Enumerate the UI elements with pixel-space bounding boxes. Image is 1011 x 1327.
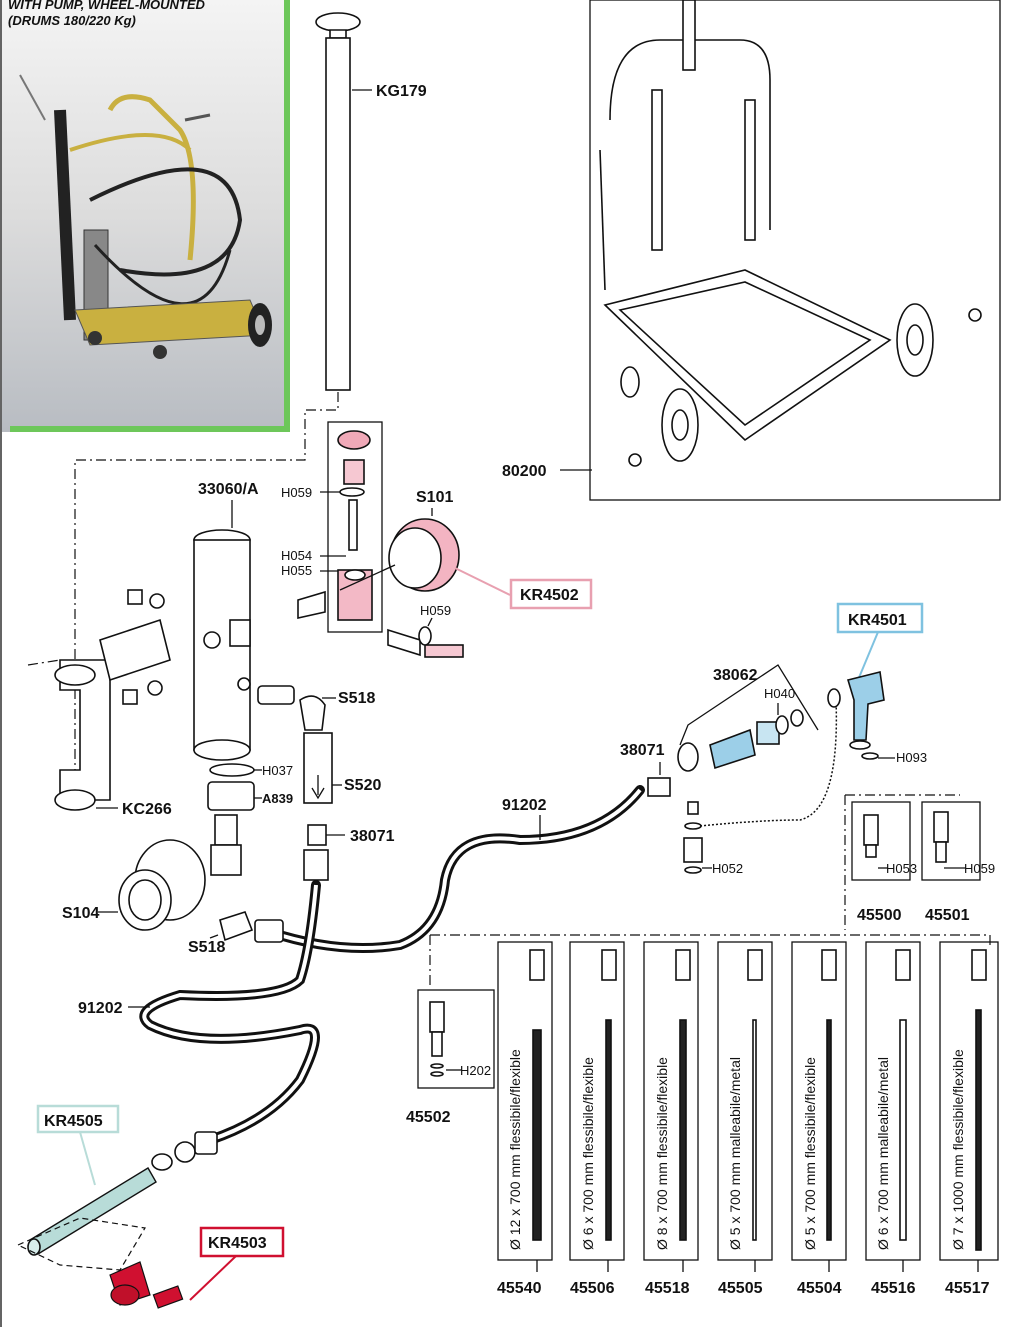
extension-45516: Ø 6 x 700 mm malleabile/metal 45516 [865,941,921,1297]
label-38071-lower: 38071 [350,828,395,845]
adapter-part [214,814,238,846]
label-kr4505: KR4505 [44,1113,103,1130]
header-line-1: WITH PUMP, WHEEL-MOUNTED [8,0,206,12]
nozzle-45501: H059 45501 [921,801,995,924]
ext-45504-code: 45504 [797,1280,842,1297]
label-h054: H054 [281,548,312,563]
adapter-part-2 [210,844,242,876]
label-h202: H202 [460,1063,491,1078]
label-s520: S520 [344,777,381,794]
label-h093: H093 [896,750,927,765]
photo-border-bottom [10,426,290,432]
valve-kr4503: KR4503 [109,1226,285,1309]
extension-45518: Ø 8 x 700 mm flessibile/flexible 45518 [643,941,699,1297]
ext-45518-code: 45518 [645,1280,690,1297]
label-h037: H037 [262,763,293,778]
label-s104: S104 [62,905,99,922]
extension-45540: Ø 12 x 700 mm flessibile/flexible 45540 [497,941,553,1297]
label-s518-lower: S518 [188,939,225,956]
label-91202-upper: 91202 [502,797,547,814]
outlet-fittings: S518 S520 38071 [257,685,395,881]
label-h052: H052 [712,861,743,876]
label-a839: A839 [262,791,293,806]
trolley-frame-box: 80200 [502,0,1001,501]
label-kr4501: KR4501 [848,612,907,629]
label-45500: 45500 [857,907,902,924]
swivel-kr4501: KR4501 H093 [836,602,927,765]
label-h059-top: H059 [281,485,312,500]
product-photo: WITH PUMP, WHEEL-MOUNTED (DRUMS 180/220 … [2,0,290,432]
ext-45517-code: 45517 [945,1280,990,1297]
extension-45517: Ø 7 x 1000 mm flessibile/flexible 45517 [939,941,999,1297]
label-38062: 38062 [713,667,758,684]
ext-45516-desc: Ø 6 x 700 mm malleabile/metal [875,1057,891,1250]
link-line-tube [74,392,339,800]
label-45501: 45501 [925,907,970,924]
label-s518-top: S518 [338,690,375,707]
label-kg179: KG179 [376,83,427,100]
label-h059-nozzle: H059 [964,861,995,876]
kr4501-box [836,602,924,634]
label-38071-upper: 38071 [620,742,665,759]
ext-45517-desc: Ø 7 x 1000 mm flessibile/flexible [950,1049,966,1250]
kr4505-box [36,1104,120,1134]
tube-kr4505: KR4505 [16,1104,218,1271]
ext-45505-desc: Ø 5 x 700 mm malleabile/metal [727,1057,743,1250]
kr4502-box [509,578,593,610]
label-h053: H053 [886,861,917,876]
label-80200: 80200 [502,463,547,480]
ext-45518-desc: Ø 8 x 700 mm flessibile/flexible [654,1057,670,1250]
label-33060a: 33060/A [198,481,259,498]
extension-45506: Ø 6 x 700 mm flessibile/flexible 45506 [569,941,625,1297]
label-45502: 45502 [406,1109,451,1126]
ext-45506-code: 45506 [570,1280,615,1297]
ext-45516-code: 45516 [871,1280,916,1297]
label-91202-lower: 91202 [78,1000,123,1017]
header-line-2: (DRUMS 180/220 Kg) [8,13,136,28]
nozzle-45502: H202 45502 [406,989,495,1126]
link-line-extensions [430,934,991,945]
label-kc266: KC266 [122,801,172,818]
ext-45540-desc: Ø 12 x 700 mm flessibile/flexible [507,1049,523,1250]
seal-h037-group: H037 A839 [207,763,293,811]
ext-45506-desc: Ø 6 x 700 mm flessibile/flexible [580,1057,596,1250]
ext-45505-code: 45505 [718,1280,763,1297]
kr4503-box [199,1226,285,1258]
hose-91202: 91202 91202 [78,785,645,1145]
label-h040: H040 [764,686,795,701]
ext-45540-code: 45540 [497,1280,542,1297]
photo-border-right [284,0,290,432]
nozzle-45500: H053 45500 [851,801,917,924]
kg179-suction-tube: KG179 [315,12,427,391]
ext-45504-desc: Ø 5 x 700 mm flessibile/flexible [802,1057,818,1250]
nozzle-h052: H052 [683,688,841,876]
label-s101: S101 [416,489,453,506]
gauge-s104: S104 S518 [62,839,284,956]
coupler-38062: 38062 H040 38071 [620,664,819,797]
label-h055: H055 [281,563,312,578]
gauge-s101: S101 KR4502 [339,489,593,610]
bracket-kc266: KC266 [27,589,172,818]
label-kr4503: KR4503 [208,1235,267,1252]
label-h059-right: H059 [420,603,451,618]
extension-45504: Ø 5 x 700 mm flessibile/flexible 45504 [791,941,847,1297]
pump-33060a: 33060/A [193,481,259,761]
label-kr4502: KR4502 [520,587,579,604]
extension-45505: Ø 5 x 700 mm malleabile/metal 45505 [717,941,773,1297]
valve-block-group: H059 H054 H055 H059 [281,421,464,658]
